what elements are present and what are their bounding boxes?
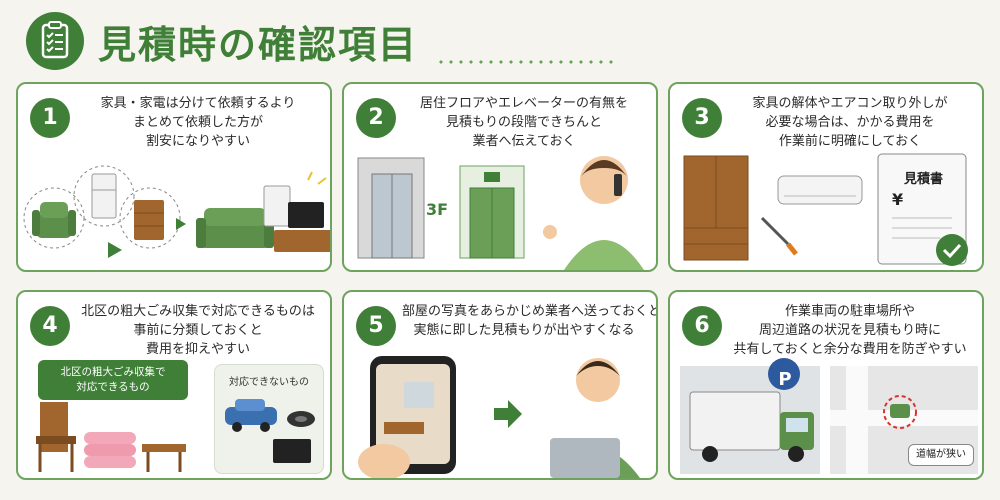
card-text: 作業車両の駐車場所や 周辺道路の状況を見積もり時に 共有しておくと余分な費用を防… (733, 304, 967, 357)
card-text: 居住フロアやエレベーターの有無を 見積もりの段階できちんと 業者へ伝えておく (419, 96, 628, 149)
card-text: 家具の解体やエアコン取り外しが 必要な場合は、かかる費用を 作業前に明確にしてお… (752, 96, 948, 149)
room-photo-illustration (358, 356, 640, 478)
page-title: 見積時の確認項目 (98, 23, 419, 67)
card-1: 1 家具・家電は分けて依頼するより まとめて依頼した方が 割安になりやすい (16, 82, 332, 272)
not-accepted-label: 対応できないもの (229, 377, 309, 388)
yen-icon: ¥ (892, 190, 904, 209)
estimate-doc-title: 見積書 (904, 172, 944, 187)
card-3: 3 家具の解体やエアコン取り外しが 必要な場合は、かかる費用を 作業前に明確にし… (668, 82, 984, 272)
card-number: 6 (682, 306, 722, 346)
card-number: 4 (30, 306, 70, 346)
not-accepted-panel: 対応できないもの (214, 364, 324, 474)
parking-icon: P (778, 369, 792, 390)
card-6: 6 作業車両の駐車場所や 周辺道路の状況を見積もり時に 共有しておくと余分な費用… (668, 290, 984, 480)
card-number: 2 (356, 98, 396, 138)
elevator-phone-illustration (357, 156, 644, 270)
accepted-items-label: 北区の粗大ごみ収集で 対応できるもの (38, 360, 188, 400)
card-text: 部屋の写真をあらかじめ業者へ送っておくと 実態に即した見積もりが出やすくなる (402, 304, 658, 338)
card-5: 5 部屋の写真をあらかじめ業者へ送っておくと 実態に即した見積もりが出やすくなる (342, 290, 658, 480)
clipboard-check-icon (26, 12, 84, 70)
card-number: 1 (30, 98, 70, 138)
card-4: 4 北区の粗大ごみ収集で対応できるものは 事前に分類しておくと 費用を抑えやすい… (16, 290, 332, 480)
card-number: 5 (356, 306, 396, 346)
floor-label: 3F (426, 200, 449, 219)
card-2: 2 居住フロアやエレベーターの有無を 見積もりの段階できちんと 業者へ伝えておく… (342, 82, 658, 272)
disassembly-estimate-illustration (683, 153, 968, 266)
card-text: 家具・家電は分けて依頼するより まとめて依頼した方が 割安になりやすい (100, 96, 296, 149)
header: 見積時の確認項目 (16, 10, 984, 72)
title-underline-dots (436, 60, 616, 64)
card-number: 3 (682, 98, 722, 138)
car-tire-tv-icon (225, 399, 315, 463)
card-text: 北区の粗大ごみ収集で対応できるものは 事前に分類しておくと 費用を抑えやすい (81, 304, 315, 357)
bulky-waste-illustration (36, 402, 186, 472)
bundled-furniture-illustration (23, 165, 330, 258)
narrow-road-label: 道幅が狭い (908, 444, 974, 466)
